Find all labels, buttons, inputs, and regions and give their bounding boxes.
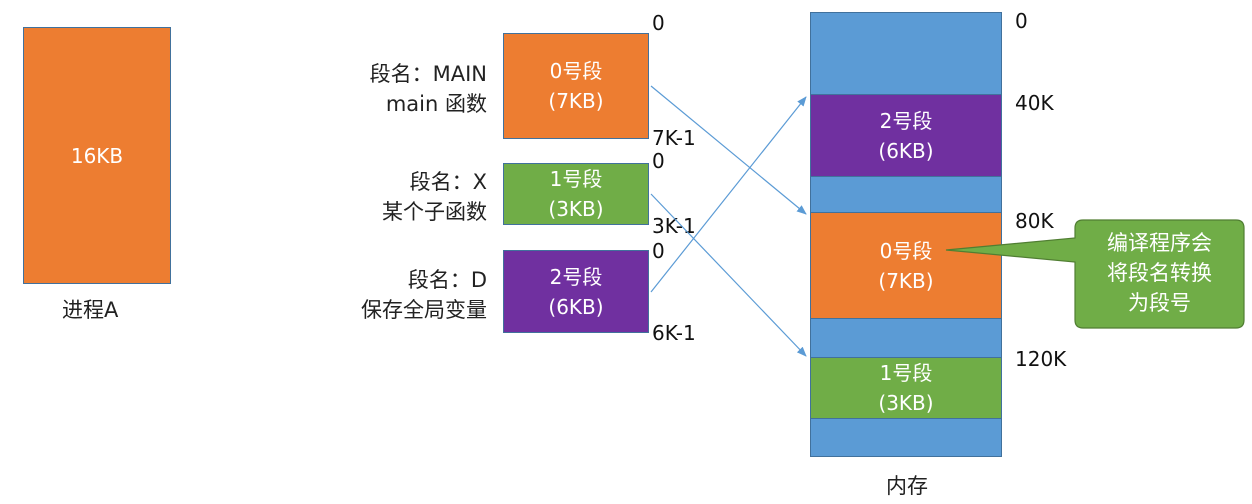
logical-segment-1: 1号段 (3KB) <box>503 163 649 225</box>
memory-block-segment-2-size: (6KB) <box>878 138 934 163</box>
arrow-segment-1-to-memory <box>650 193 807 357</box>
memory-block-segment-2: 2号段 (6KB) <box>810 94 1002 177</box>
memory-block-segment-0: 0号段 (7KB) <box>810 212 1002 319</box>
callout-bubble <box>945 219 1245 329</box>
arrow-segment-0-to-memory <box>650 85 807 215</box>
memory-block-segment-0-size: (7KB) <box>878 268 934 293</box>
segment-0-start-addr: 0 <box>652 11 665 35</box>
logical-segment-2-title: 2号段 <box>549 264 603 289</box>
memory-addr-0: 0 <box>1015 9 1028 33</box>
segment-1-desc: 某个子函数 <box>382 200 487 224</box>
callout-text: 编译程序会 将段名转换 为段号 <box>1075 228 1244 318</box>
memory-addr-40k: 40K <box>1015 91 1054 115</box>
memory-block-segment-0-title: 0号段 <box>879 238 933 263</box>
segment-1-start-addr: 0 <box>652 149 665 173</box>
segment-0-name: 段名：MAIN <box>369 62 487 86</box>
segment-2-desc: 保存全局变量 <box>361 298 487 322</box>
logical-segment-1-size: (3KB) <box>548 197 604 221</box>
memory-block-segment-2-title: 2号段 <box>879 108 933 133</box>
memory-addr-80k: 80K <box>1015 209 1054 233</box>
segment-0-desc: main 函数 <box>385 92 487 116</box>
logical-segment-0-title: 0号段 <box>549 59 603 83</box>
segment-2-start-addr: 0 <box>652 239 665 263</box>
logical-segment-2-size: (6KB) <box>548 294 604 319</box>
logical-segment-2: 2号段 (6KB) <box>503 250 649 333</box>
segment-0-end-addr: 7K-1 <box>652 126 696 150</box>
segment-1-label: 段名：X 某个子函数 <box>300 167 487 227</box>
callout-line-1: 编译程序会 <box>1107 231 1212 255</box>
memory-block-segment-1-size: (3KB) <box>878 391 934 415</box>
segment-2-name: 段名：D <box>407 268 487 292</box>
callout-line-2: 将段名转换 <box>1107 261 1212 285</box>
process-a-box: 16KB <box>23 27 171 284</box>
segment-1-name: 段名：X <box>409 170 487 194</box>
logical-segment-0-size: (7KB) <box>548 89 604 113</box>
logical-segment-1-title: 1号段 <box>549 167 603 191</box>
logical-segment-0: 0号段 (7KB) <box>503 33 649 139</box>
memory-addr-120k: 120K <box>1015 347 1067 371</box>
arrow-segment-2-to-memory <box>650 96 807 293</box>
segment-2-label: 段名：D 保存全局变量 <box>300 265 487 325</box>
segment-2-end-addr: 6K-1 <box>652 321 696 345</box>
memory-block-segment-1-title: 1号段 <box>879 361 933 385</box>
memory-block-segment-1: 1号段 (3KB) <box>810 357 1002 419</box>
callout-line-3: 为段号 <box>1128 291 1191 315</box>
process-caption: 进程A <box>62 298 119 322</box>
memory-caption: 内存 <box>886 474 928 498</box>
segment-1-end-addr: 3K-1 <box>652 214 696 238</box>
process-size-label: 16KB <box>70 143 124 168</box>
segment-0-label: 段名：MAIN main 函数 <box>300 59 487 119</box>
